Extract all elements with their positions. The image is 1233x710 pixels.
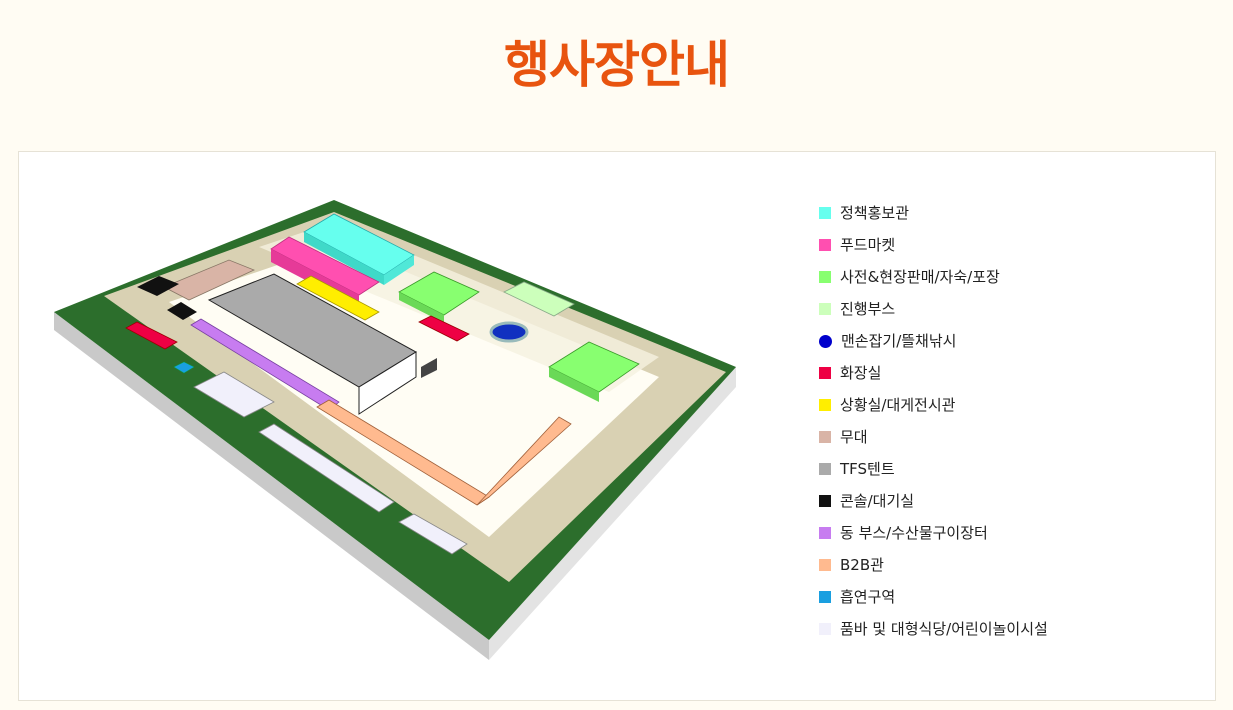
legend-item: 정책홍보관: [819, 197, 1048, 229]
legend-item: TFS텐트: [819, 453, 1048, 485]
tfs-tent-front: [358, 351, 417, 415]
legend-item: 콘솔/대기실: [819, 485, 1048, 517]
legend-label: 품바 및 대형식당/어린이놀이시설: [840, 620, 1048, 638]
legend-item: 진행부스: [819, 293, 1048, 325]
legend-swatch: [819, 239, 831, 251]
booths-east-grill: [190, 318, 340, 411]
legend-label: 푸드마켓: [840, 236, 896, 254]
booths-situation-room: [296, 275, 380, 321]
legend-swatch: [819, 591, 831, 603]
map-base-side-right: [489, 367, 736, 660]
legend-label: 콘솔/대기실: [840, 492, 915, 510]
legend-item: 푸드마켓: [819, 229, 1048, 261]
legend-swatch: [819, 495, 831, 507]
legend-label: 무대: [840, 428, 868, 446]
console-1: [137, 276, 179, 296]
legend-label: 동 부스/수산물구이장터: [840, 524, 988, 542]
legend-swatch: [819, 207, 831, 219]
legend-label: B2B관: [840, 556, 884, 574]
venue-map-panel: 정책홍보관 푸드마켓 사전&현장판매/자숙/포장 진행부스 맨손잡기/뜰채낚시 …: [18, 151, 1216, 701]
legend-item: 상황실/대게전시관: [819, 389, 1048, 421]
console-2: [167, 302, 197, 320]
legend-swatch: [819, 399, 831, 411]
page-title: 행사장안내: [504, 36, 730, 94]
legend-item: 동 부스/수산물구이장터: [819, 517, 1048, 549]
legend-swatch: [819, 271, 831, 283]
legend-swatch: [819, 303, 831, 315]
legend-label: 정책홍보관: [840, 204, 910, 222]
booths-progress: [503, 281, 575, 317]
legend-item: 사전&현장판매/자숙/포장: [819, 261, 1048, 293]
legend-label: 흡연구역: [840, 588, 896, 606]
legend-item: 화장실: [819, 357, 1048, 389]
legend-swatch: [819, 431, 831, 443]
legend-item: 품바 및 대형식당/어린이놀이시설: [819, 613, 1048, 645]
legend-item: 무대: [819, 421, 1048, 453]
stage: [163, 259, 256, 301]
legend-item: 흡연구역: [819, 581, 1048, 613]
legend-swatch: [819, 623, 831, 635]
booths-sales-green-2: [548, 341, 640, 402]
b2b-hall-2: [476, 416, 572, 506]
toilet-1: [418, 315, 470, 342]
legend-swatch: [819, 367, 831, 379]
venue-map: [54, 200, 736, 660]
pond-fishing: [489, 321, 529, 343]
legend-label: 화장실: [840, 364, 882, 382]
legend-swatch: [819, 334, 832, 348]
legend-label: 사전&현장판매/자숙/포장: [840, 268, 1000, 286]
map-legend: 정책홍보관 푸드마켓 사전&현장판매/자숙/포장 진행부스 맨손잡기/뜰채낚시 …: [819, 197, 1048, 645]
legend-item: B2B관: [819, 549, 1048, 581]
legend-swatch: [819, 559, 831, 571]
map-base-side-left: [54, 312, 489, 660]
legend-label: 상황실/대게전시관: [840, 396, 956, 414]
console-3: [421, 358, 437, 378]
toilet-2: [125, 321, 178, 350]
booths-policy-hall: [303, 213, 415, 285]
tents-food-kids-1: [193, 371, 275, 418]
legend-label: 진행부스: [840, 300, 896, 318]
legend-swatch: [819, 527, 831, 539]
smoking-area: [173, 361, 195, 374]
tents-food-kids-2: [258, 423, 395, 513]
legend-item: 맨손잡기/뜰채낚시: [819, 325, 1048, 357]
booths-sales-green-1: [398, 271, 480, 323]
tents-food-kids-3: [398, 513, 468, 555]
legend-label: 맨손잡기/뜰채낚시: [841, 332, 957, 350]
legend-swatch: [819, 463, 831, 475]
legend-label: TFS텐트: [840, 460, 895, 478]
